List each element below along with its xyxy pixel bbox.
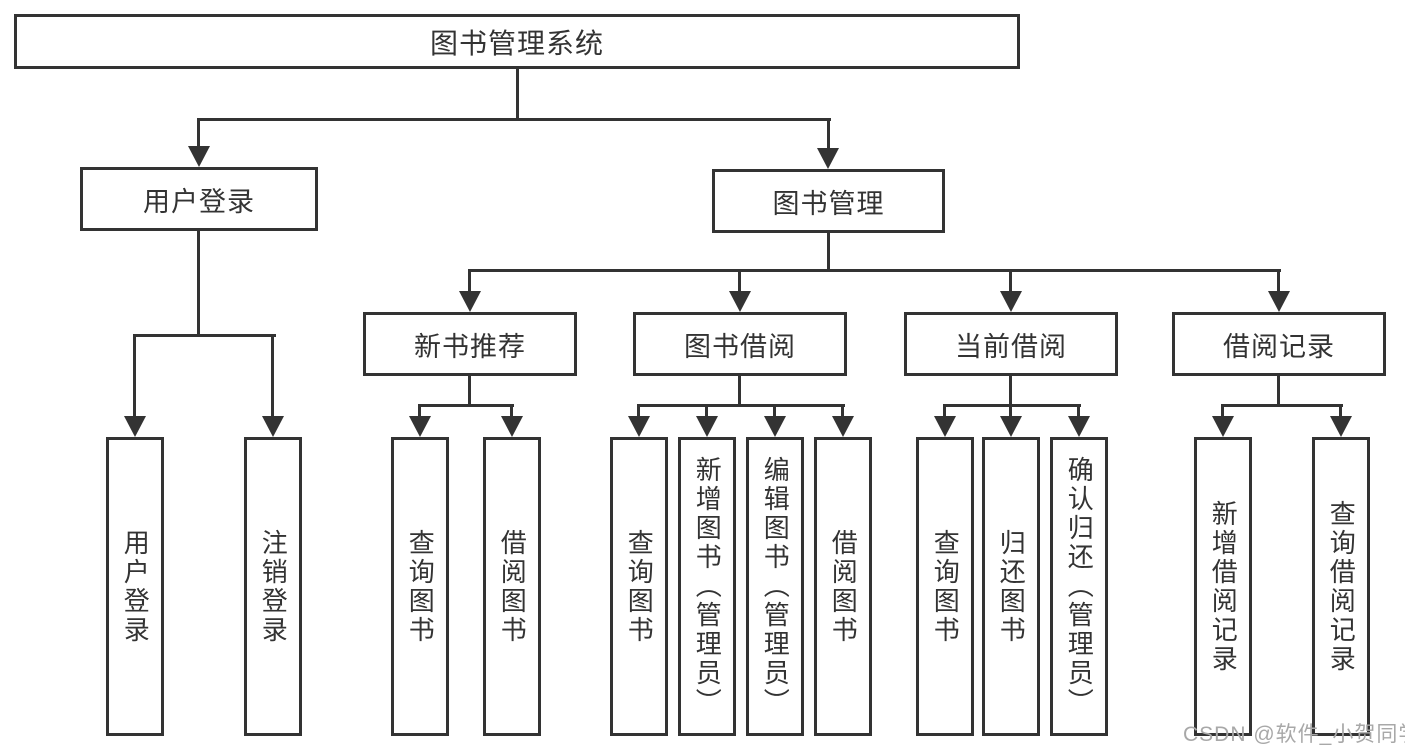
leaf-return-book: 归还图书 — [982, 437, 1040, 736]
connector-book-borrow-stem — [738, 376, 741, 407]
arrow-down-icon — [1000, 291, 1022, 312]
connector-drop-e2 — [1339, 404, 1342, 419]
connector-drop-c2 — [705, 404, 708, 419]
connector-drop-book-borrow — [738, 272, 741, 294]
arrow-down-icon — [729, 291, 751, 312]
connector-drop-d3 — [1077, 404, 1080, 419]
leaf-borrow-books-2-label: 借阅图书 — [828, 528, 859, 645]
leaf-return-book-label: 归还图书 — [996, 528, 1027, 645]
connector-drop-c4 — [841, 404, 844, 419]
connector-level3-rail — [468, 269, 1281, 272]
leaf-query-books-current-label: 查询图书 — [930, 528, 961, 645]
connector-current-borrow-stem — [1009, 376, 1012, 407]
leaf-edit-book-admin: 编辑图书（管理员） — [746, 437, 804, 736]
node-root: 图书管理系统 — [14, 14, 1020, 69]
leaf-confirm-return-admin-label: 确认归还（管理员） — [1064, 456, 1095, 717]
connector-current-borrow-rail — [943, 404, 1081, 407]
arrow-down-icon — [1330, 416, 1352, 437]
arrow-down-icon — [409, 416, 431, 437]
node-new-book-recommend-label: 新书推荐 — [414, 331, 526, 362]
connector-drop-c1 — [637, 404, 640, 419]
connector-drop-user-login — [197, 121, 200, 149]
node-borrow-records: 借阅记录 — [1172, 312, 1386, 376]
arrow-down-icon — [188, 146, 210, 167]
node-current-borrow-label: 当前借阅 — [955, 331, 1067, 362]
node-book-management: 图书管理 — [712, 169, 945, 233]
connector-drop-d1 — [943, 404, 946, 419]
node-book-borrow: 图书借阅 — [633, 312, 847, 376]
connector-user-login-stem — [197, 231, 200, 337]
connector-drop-c3 — [773, 404, 776, 419]
connector-drop-current-borrow — [1009, 272, 1012, 294]
arrow-down-icon — [1212, 416, 1234, 437]
leaf-query-books-current: 查询图书 — [916, 437, 974, 736]
arrow-down-icon — [934, 416, 956, 437]
connector-book-management-stem — [827, 233, 830, 272]
connector-book-borrow-rail — [637, 404, 845, 407]
connector-borrow-records-stem — [1277, 376, 1280, 407]
leaf-add-borrow-record-label: 新增借阅记录 — [1208, 499, 1239, 674]
leaf-query-books-recommend-label: 查询图书 — [405, 528, 436, 645]
connector-drop-new-book — [468, 272, 471, 294]
connector-drop-leaf-logout — [271, 337, 274, 419]
leaf-add-book-admin-label: 新增图书（管理员） — [692, 456, 723, 717]
connector-drop-e1 — [1221, 404, 1224, 419]
arrow-down-icon — [262, 416, 284, 437]
leaf-borrow-books-2: 借阅图书 — [814, 437, 872, 736]
arrow-down-icon — [1068, 416, 1090, 437]
connector-user-login-rail — [133, 334, 276, 337]
connector-borrow-records-rail — [1221, 404, 1343, 407]
connector-new-book-stem — [468, 376, 471, 407]
node-borrow-records-label: 借阅记录 — [1223, 331, 1335, 362]
leaf-query-books-recommend: 查询图书 — [391, 437, 449, 736]
connector-drop-d2 — [1009, 404, 1012, 419]
arrow-down-icon — [459, 291, 481, 312]
node-book-borrow-label: 图书借阅 — [684, 331, 796, 362]
arrow-down-icon — [696, 416, 718, 437]
arrow-down-icon — [764, 416, 786, 437]
connector-drop-b2 — [510, 404, 513, 419]
leaf-query-books-borrow: 查询图书 — [610, 437, 668, 736]
leaf-logout-label: 注销登录 — [258, 528, 289, 645]
connector-new-book-rail — [418, 404, 514, 407]
connector-root-stem — [516, 68, 519, 121]
arrow-down-icon — [832, 416, 854, 437]
leaf-borrow-books-recommend: 借阅图书 — [483, 437, 541, 736]
leaf-logout: 注销登录 — [244, 437, 302, 736]
connector-drop-b1 — [418, 404, 421, 419]
leaf-edit-book-admin-label: 编辑图书（管理员） — [760, 456, 791, 717]
csdn-watermark: CSDN @软件_小贺同学 — [1183, 723, 1405, 746]
arrow-down-icon — [124, 416, 146, 437]
connector-drop-leaf-user-login — [133, 337, 136, 419]
connector-drop-borrow-records — [1277, 272, 1280, 294]
leaf-user-login: 用户登录 — [106, 437, 164, 736]
arrow-down-icon — [501, 416, 523, 437]
node-current-borrow: 当前借阅 — [904, 312, 1118, 376]
leaf-add-borrow-record: 新增借阅记录 — [1194, 437, 1252, 736]
leaf-query-borrow-record: 查询借阅记录 — [1312, 437, 1370, 736]
node-book-management-label: 图书管理 — [772, 188, 885, 219]
connector-drop-book-management — [827, 121, 830, 151]
arrow-down-icon — [1268, 291, 1290, 312]
node-root-label: 图书管理系统 — [429, 27, 604, 59]
leaf-borrow-books-recommend-label: 借阅图书 — [497, 528, 528, 645]
arrow-down-icon — [817, 148, 839, 169]
leaf-confirm-return-admin: 确认归还（管理员） — [1050, 437, 1108, 736]
arrow-down-icon — [1000, 416, 1022, 437]
arrow-down-icon — [628, 416, 650, 437]
leaf-query-borrow-record-label: 查询借阅记录 — [1326, 499, 1357, 674]
leaf-add-book-admin: 新增图书（管理员） — [678, 437, 736, 736]
leaf-query-books-borrow-label: 查询图书 — [624, 528, 655, 645]
node-user-login-label: 用户登录 — [143, 186, 255, 217]
node-user-login: 用户登录 — [80, 167, 318, 231]
node-new-book-recommend: 新书推荐 — [363, 312, 577, 376]
connector-level2-rail — [197, 118, 831, 121]
leaf-user-login-label: 用户登录 — [120, 528, 151, 645]
